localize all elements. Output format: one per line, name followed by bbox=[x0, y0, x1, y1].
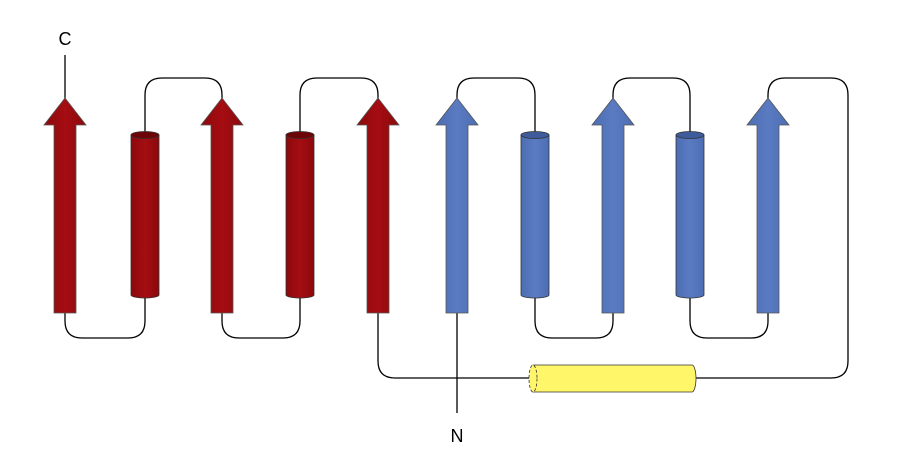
beta-strand-arrow bbox=[200, 97, 244, 314]
loops bbox=[64, 55, 849, 413]
beta-strand-arrow bbox=[591, 97, 635, 314]
helices bbox=[130, 131, 705, 393]
n-terminus-label: N bbox=[451, 426, 464, 446]
beta-strand-arrow bbox=[746, 97, 790, 314]
alpha-helix-cylinder bbox=[130, 131, 160, 299]
loop bbox=[221, 296, 301, 339]
loop bbox=[689, 296, 769, 339]
strands bbox=[43, 97, 790, 314]
linker-helix-cylinder bbox=[528, 364, 697, 393]
loop bbox=[144, 77, 223, 135]
c-terminus-label: C bbox=[59, 29, 72, 49]
loop bbox=[612, 77, 691, 135]
loop bbox=[456, 77, 536, 135]
alpha-helix-cylinder bbox=[285, 131, 315, 299]
loop bbox=[299, 77, 379, 135]
beta-strand-arrow bbox=[356, 97, 400, 314]
alpha-helix-cylinder bbox=[520, 131, 550, 299]
beta-strand-arrow bbox=[435, 97, 479, 314]
alpha-helix-cylinder bbox=[675, 131, 705, 299]
loop bbox=[377, 312, 530, 379]
loop bbox=[695, 77, 849, 379]
beta-strand-arrow bbox=[43, 97, 87, 314]
loop bbox=[534, 296, 614, 339]
loop bbox=[64, 296, 146, 339]
